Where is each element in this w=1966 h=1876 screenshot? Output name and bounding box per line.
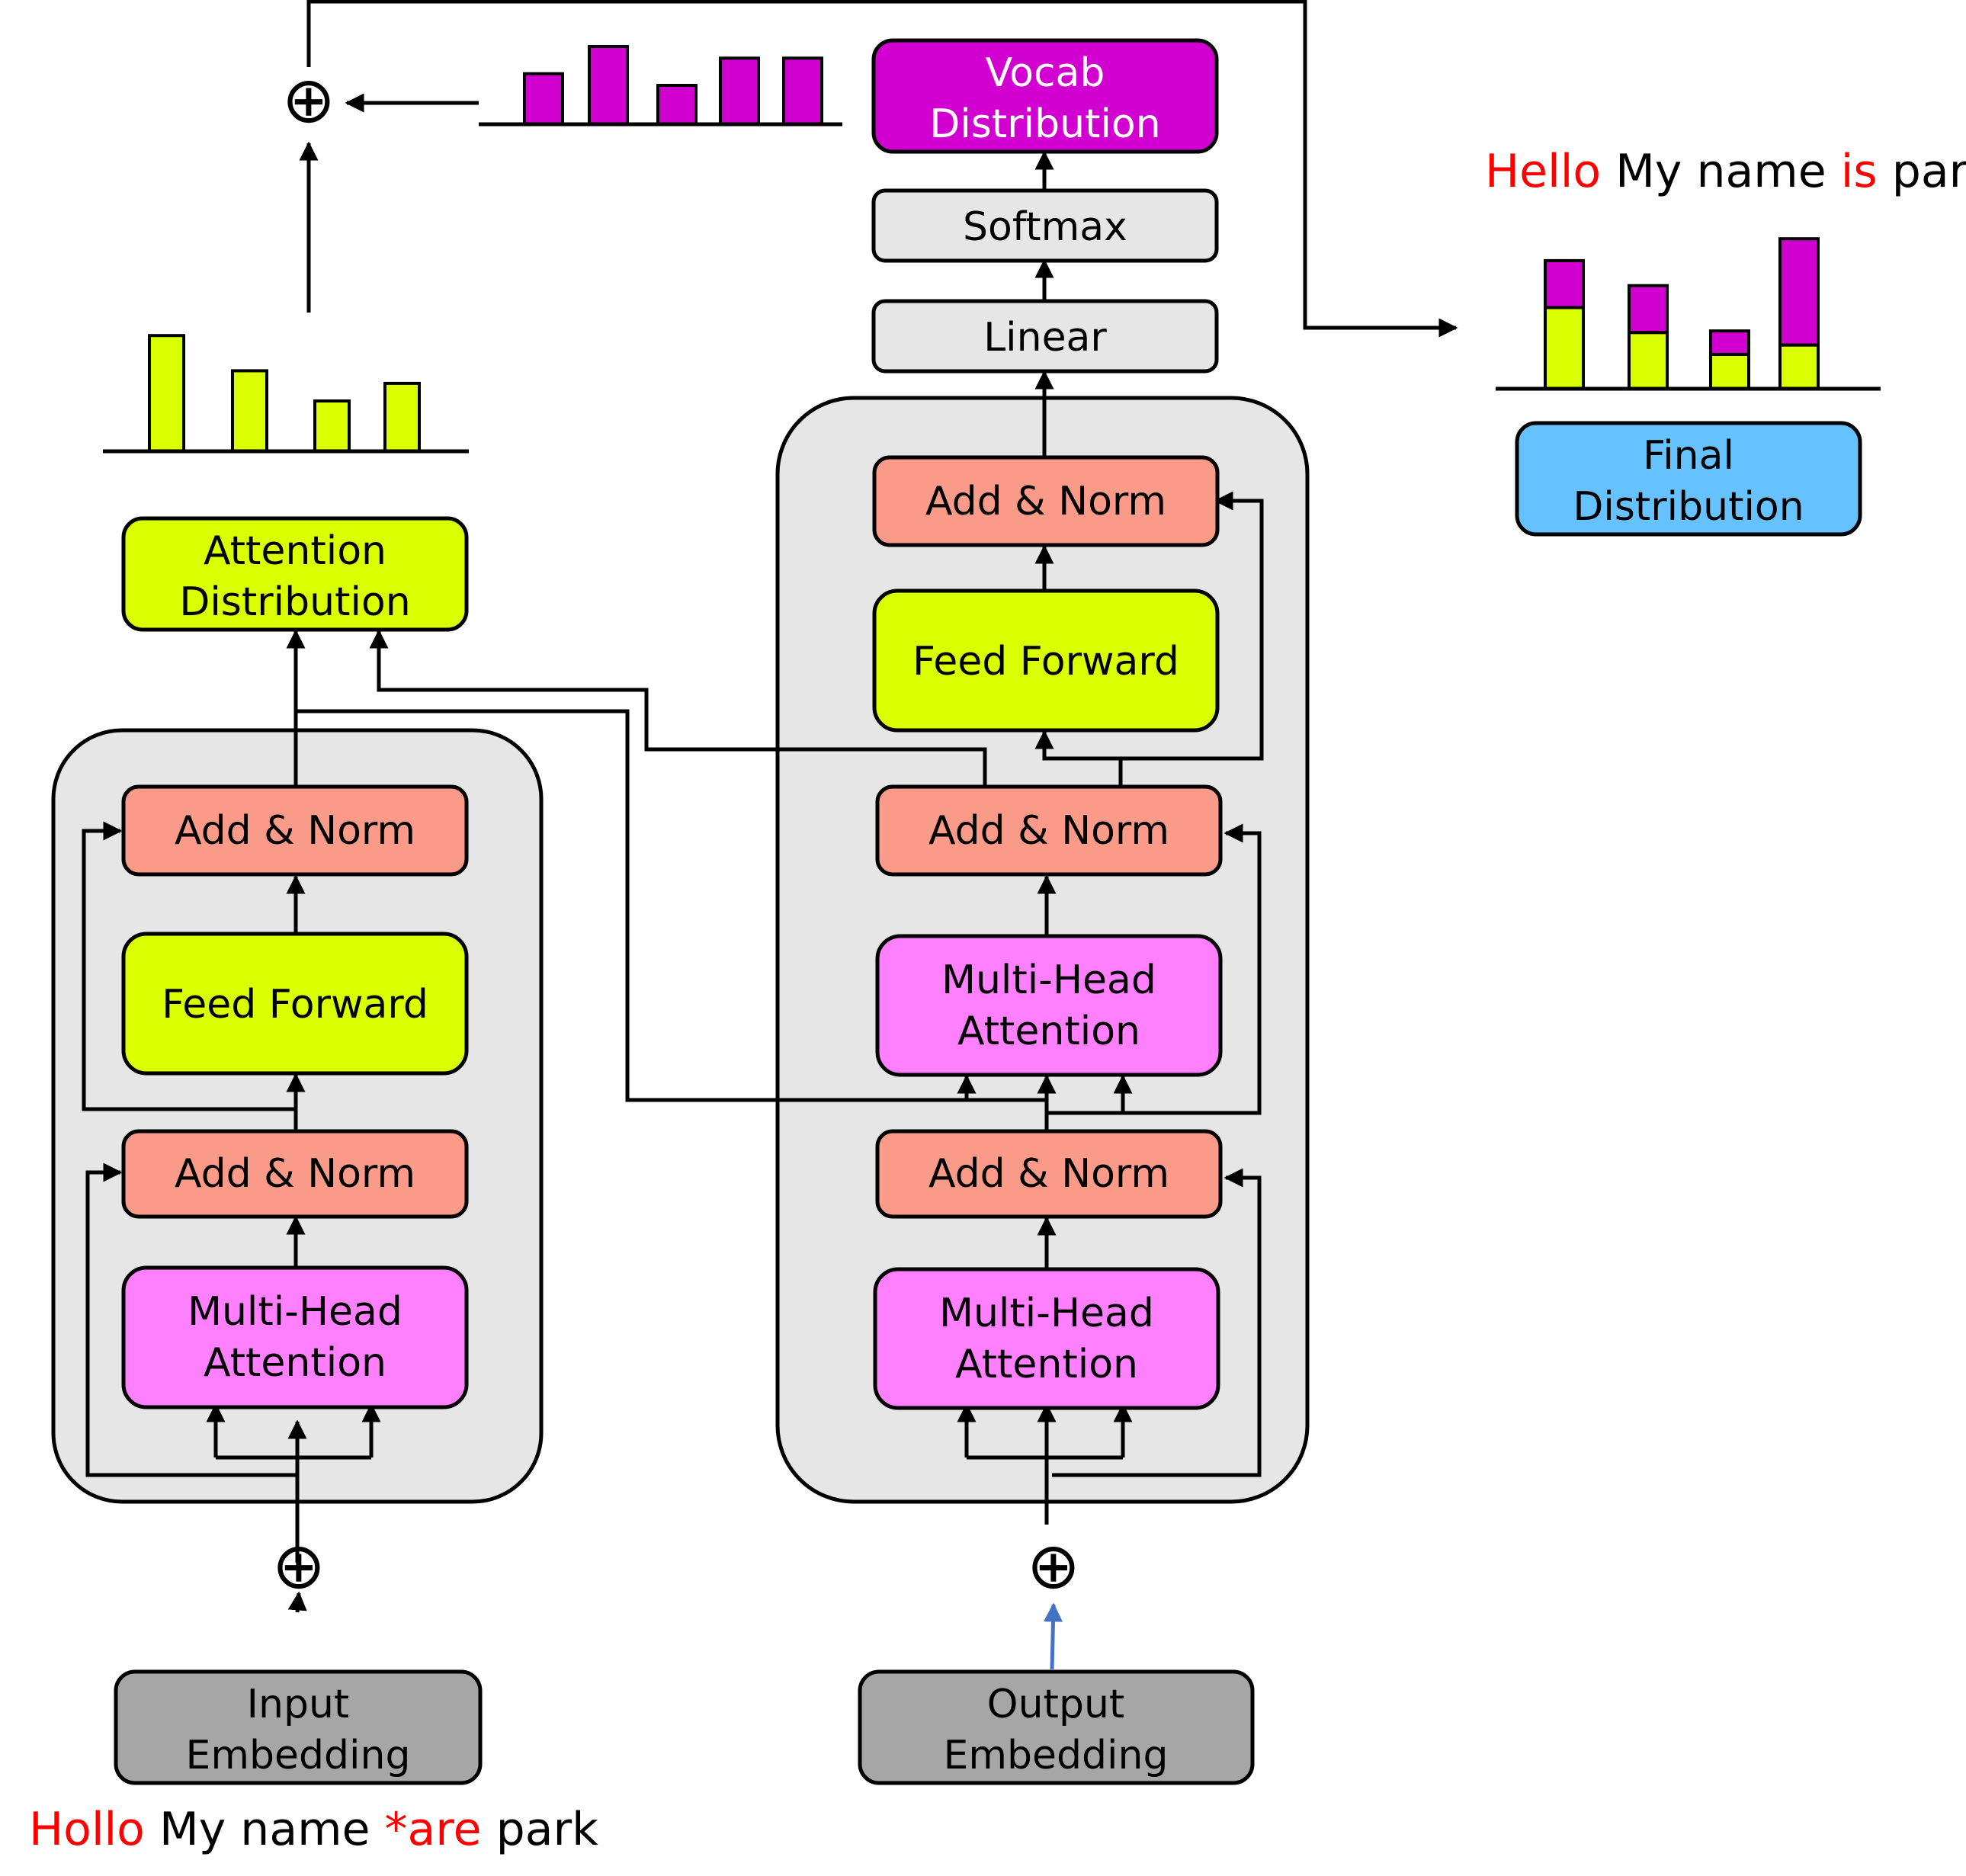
attention-bar-4 (383, 381, 421, 453)
vocab-bar-2 (588, 45, 629, 126)
encoder-add-norm-bottom-label: Add & Norm (175, 1151, 415, 1197)
decoder-add-norm-bottom: Add & Norm (875, 1129, 1223, 1219)
decoder-cross-mha-line2: Attention (957, 1009, 1140, 1054)
encoder-add-norm-bottom: Add & Norm (121, 1129, 469, 1219)
decoder-add-norm-mid-box (875, 784, 1223, 877)
attention-bar-3 (313, 399, 351, 453)
linear-label: Linear (983, 315, 1107, 361)
output-sentence: Hello My name is park (1485, 145, 1966, 198)
softmax-label: Softmax (963, 204, 1127, 250)
decoder-add-norm-top-label: Add & Norm (925, 479, 1166, 524)
vocab-distribution-line1: Vocab (986, 50, 1105, 96)
vocab-distribution-box (871, 38, 1219, 154)
attention-bars (148, 334, 421, 454)
attention-distribution: Attention Distribution (121, 516, 469, 632)
output-sentence-word-4: park (1878, 145, 1966, 198)
softmax-box (871, 188, 1219, 263)
plus-icon-decoder: ⊕ (1027, 1528, 1080, 1603)
encoder-feed-forward: Feed Forward (121, 932, 469, 1076)
decoder-cross-mha-line1: Multi-Head (941, 957, 1156, 1003)
decoder-self-mha-line2: Attention (955, 1342, 1138, 1387)
input-sentence-word-1: Hollo (29, 1803, 145, 1856)
encoder-feed-forward-label: Feed Forward (162, 982, 428, 1028)
decoder-cross-attention: Multi-Head Attention (875, 934, 1223, 1077)
decoder-feed-forward: Feed Forward (872, 588, 1220, 733)
final-bar-3-attention-part (1709, 352, 1750, 390)
decoder-add-norm-mid: Add & Norm (875, 784, 1223, 877)
output-sentence-word-2: My name (1601, 145, 1841, 198)
final-distribution-line2: Distribution (1573, 484, 1804, 530)
decoder-feed-forward-label: Feed Forward (912, 639, 1179, 685)
attention-distribution-line1: Attention (204, 528, 386, 574)
plus-icon-encoder: ⊕ (272, 1528, 326, 1603)
input-embedding-line1: Input (247, 1682, 350, 1727)
final-bar-2-vocab-part (1628, 284, 1669, 335)
final-distribution-line1: Final (1643, 433, 1734, 479)
final-bar-4-attention-part (1778, 343, 1820, 391)
plus-icon-copy: ⊕ (282, 63, 335, 137)
output-sentence-word-3: is (1841, 145, 1878, 198)
vocab-distribution-line2: Distribution (929, 101, 1160, 147)
connectors (82, 0, 1458, 1613)
output-embedding-line1: Output (987, 1682, 1125, 1727)
encoder-add-norm-top-label: Add & Norm (175, 808, 415, 854)
attention-bar-2 (231, 369, 268, 453)
encoder-multi-head-attention: Multi-Head Attention (121, 1265, 469, 1409)
encoder-mha-line1: Multi-Head (188, 1289, 403, 1335)
input-sentence-word-3: *are (385, 1803, 482, 1856)
attention-distribution-box (121, 516, 469, 632)
output-embedding-box (858, 1669, 1255, 1785)
final-bar-2-attention-part (1628, 331, 1669, 391)
final-bars (1544, 237, 1820, 391)
input-sentence-word-4: park (482, 1803, 599, 1856)
vocab-bar-3 (656, 84, 698, 126)
output-sentence-word-1: Hello (1485, 145, 1601, 198)
linear-layer: Linear (871, 299, 1219, 374)
decoder-add-norm-mid-label: Add & Norm (928, 808, 1169, 854)
final-distribution: Final Distribution (1515, 421, 1862, 537)
input-embedding: Input Embedding (114, 1669, 483, 1785)
vocab-bars (523, 45, 823, 126)
vocab-bar-1 (523, 72, 564, 126)
linear-box (871, 299, 1219, 374)
input-sentence: Hollo My name *are park (29, 1803, 598, 1856)
decoder-feed-forward-box (872, 588, 1220, 733)
vocab-bar-5 (782, 56, 823, 126)
decoder-cross-mha-box (875, 934, 1223, 1077)
decoder-add-norm-top: Add & Norm (872, 455, 1220, 547)
vocab-distribution: Vocab Distribution (871, 38, 1219, 154)
decoder-add-norm-bottom-box (875, 1129, 1223, 1219)
final-bar-1-vocab-part (1544, 258, 1585, 309)
encoder-feed-forward-box (121, 932, 469, 1076)
encoder-add-norm-bottom-box (121, 1129, 469, 1219)
input-sentence-word-2: My name (145, 1803, 385, 1856)
output-embedding-line2: Embedding (944, 1733, 1169, 1778)
encoder-add-norm-top: Add & Norm (121, 784, 469, 877)
decoder-self-mha-line1: Multi-Head (939, 1291, 1154, 1336)
encoder-mha-box (121, 1265, 469, 1409)
attention-bar-1 (148, 334, 185, 454)
input-embedding-line2: Embedding (186, 1733, 411, 1778)
decoder-add-norm-top-box (872, 455, 1220, 547)
final-bar-4-vocab-part (1778, 237, 1820, 347)
encoder-mha-line2: Attention (204, 1340, 386, 1386)
output-embedding: Output Embedding (858, 1669, 1255, 1785)
final-bar-1-attention-part (1544, 306, 1585, 390)
input-embedding-box (114, 1669, 483, 1785)
decoder-self-attention: Multi-Head Attention (873, 1267, 1220, 1410)
vocab-bar-4 (719, 56, 760, 126)
output-embedding-arrow (1043, 1602, 1063, 1670)
attention-distribution-line2: Distribution (179, 579, 410, 625)
decoder-add-norm-bottom-label: Add & Norm (928, 1151, 1169, 1197)
decoder-self-mha-box (873, 1267, 1220, 1410)
final-distribution-box (1515, 421, 1862, 537)
softmax-layer: Softmax (871, 188, 1219, 263)
encoder-add-norm-top-box (121, 784, 469, 877)
final-bar-3-vocab-part (1709, 329, 1750, 356)
